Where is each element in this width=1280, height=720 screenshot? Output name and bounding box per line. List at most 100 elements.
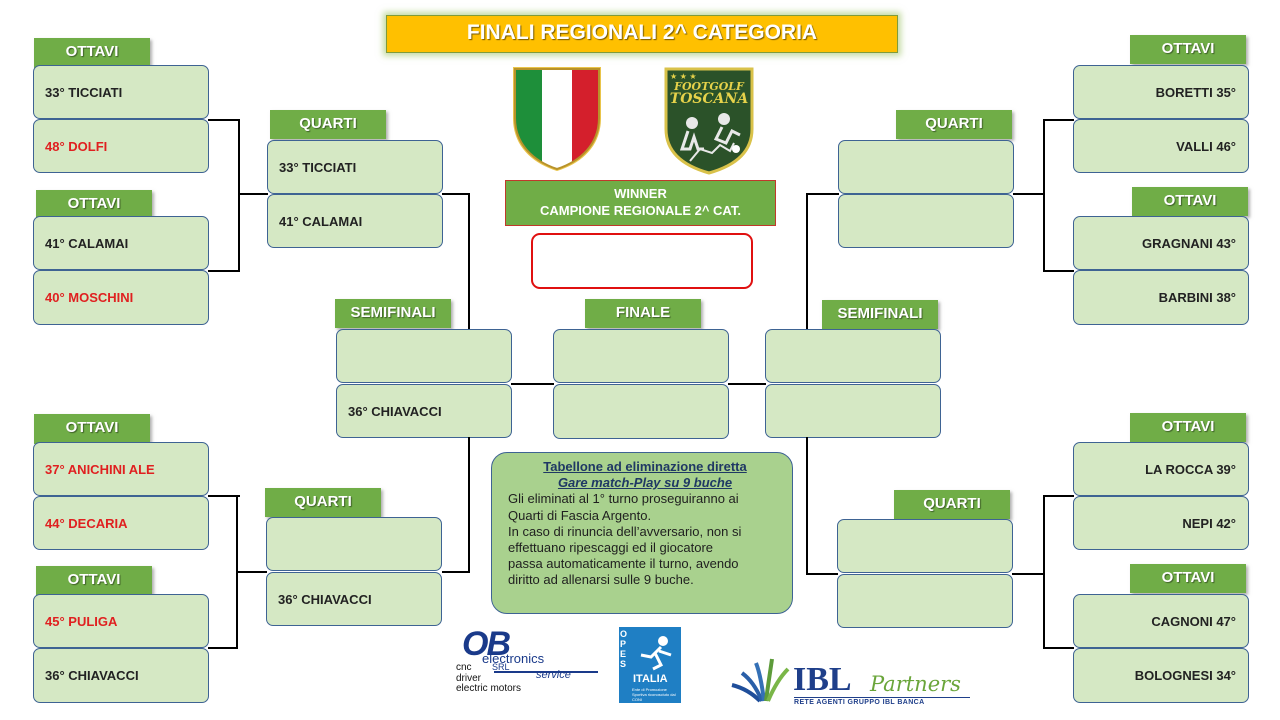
quarti-label: QUARTI	[896, 110, 1012, 139]
ottavi-label: OTTAVI	[34, 38, 150, 68]
quarti-slot-right-4[interactable]	[837, 574, 1013, 628]
ottavi-label: OTTAVI	[1130, 564, 1246, 593]
player-name: 37° ANICHINI ALE	[45, 461, 155, 477]
player-name: 36° CHIAVACCI	[45, 668, 139, 683]
quarti-slot-left-4[interactable]: 36° CHIAVACCI	[266, 572, 442, 626]
player-name: NEPI 42°	[1182, 515, 1236, 531]
footgolf-line1: FOOTGOLF	[674, 80, 744, 93]
rules-box: Tabellone ad eliminazione diretta Gare m…	[491, 452, 793, 614]
quarti-slot-right-2[interactable]	[838, 194, 1014, 248]
finale-slot-1[interactable]	[553, 329, 729, 383]
ottavi-slot-left-8[interactable]: 36° CHIAVACCI	[33, 648, 209, 703]
ottavi-slot-left-1[interactable]: 33° TICCIATI	[33, 65, 209, 119]
footgolf-toscana-badge-icon: ★ ★ ★	[664, 67, 754, 175]
finale-slot-2[interactable]	[553, 384, 729, 439]
ottavi-label: OTTAVI	[36, 190, 152, 220]
title-banner: FINALI REGIONALI 2^ CATEGORIA	[386, 15, 898, 53]
quarti-slot-right-3[interactable]	[837, 519, 1013, 573]
ottavi-slot-right-3[interactable]: GRAGNANI 43°	[1073, 216, 1249, 270]
rules-title: Tabellone ad eliminazione diretta	[543, 459, 747, 474]
bracket-connector	[236, 571, 267, 573]
bracket-connector	[1043, 119, 1074, 121]
ottavi-label-text: OTTAVI	[67, 195, 121, 212]
ob-sub-text: electronics	[482, 651, 545, 666]
ob-electronics-logo: OB electronics SRL service cnc driver el…	[452, 625, 602, 697]
semifinali-slot-left-1[interactable]	[336, 329, 512, 383]
semifinali-slot-left-2[interactable]: 36° CHIAVACCI	[336, 384, 512, 438]
ottavi-slot-right-6[interactable]: NEPI 42°	[1073, 496, 1249, 550]
player-name: 44° DECARIA	[45, 515, 128, 531]
quarti-slot-left-3[interactable]	[266, 517, 442, 571]
quarti-label: QUARTI	[894, 490, 1010, 519]
ottavi-slot-left-3[interactable]: 41° CALAMAI	[33, 216, 209, 270]
semifinali-label-text: SEMIFINALI	[837, 305, 923, 322]
quarti-label-text: QUARTI	[294, 493, 352, 510]
ottavi-slot-right-2[interactable]: VALLI 46°	[1073, 119, 1249, 173]
quarti-slot-left-2[interactable]: 41° CALAMAI	[267, 194, 443, 248]
bracket-connector	[1043, 495, 1074, 497]
rules-line: effettuano ripescaggi ed il giocatore	[508, 540, 714, 556]
bracket-connector	[1012, 573, 1044, 575]
semifinali-slot-right-1[interactable]	[765, 329, 941, 383]
ottavi-slot-left-5[interactable]: 37° ANICHINI ALE	[33, 442, 209, 496]
ottavi-label-text: OTTAVI	[1163, 192, 1217, 209]
ottavi-slot-left-6[interactable]: 44° DECARIA	[33, 496, 209, 550]
semifinali-slot-right-2[interactable]	[765, 384, 941, 438]
bracket-connector	[1043, 647, 1074, 649]
ibl-main-text: IBL	[793, 661, 852, 698]
opes-horizontal-text: ITALIA	[633, 673, 668, 685]
player-name: 40° MOSCHINI	[45, 290, 134, 305]
bracket-connector	[728, 383, 766, 385]
player-name: 48° DOLFI	[45, 138, 108, 154]
ibl-partners-text: Partners	[870, 672, 961, 696]
rules-line: Quarti di Fascia Argento.	[508, 507, 652, 523]
ottavi-slot-left-2[interactable]: 48° DOLFI	[33, 119, 209, 173]
ibl-sub-text: RETE AGENTI GRUPPO IBL BANCA	[794, 697, 970, 706]
bracket-connector	[511, 383, 554, 385]
ottavi-slot-right-8[interactable]: BOLOGNESI 34°	[1073, 648, 1249, 703]
opes-italia-logo: OPES ITALIA Ente di Promozione Sportiva …	[619, 627, 681, 703]
rules-line: In caso di rinuncia dell’avversario, non…	[508, 523, 742, 539]
bracket-connector	[806, 437, 808, 574]
opes-caption: Ente di Promozione Sportiva riconosciuto…	[632, 687, 676, 702]
player-name: 41° CALAMAI	[45, 235, 129, 251]
finale-label: FINALE	[585, 299, 701, 328]
bracket-connector	[442, 193, 470, 195]
bracket-connector	[1043, 119, 1045, 272]
ottavi-label: OTTAVI	[36, 566, 152, 596]
ob-item: cnc	[456, 662, 472, 673]
quarti-slot-left-1[interactable]: 33° TICCIATI	[267, 140, 443, 194]
ottavi-slot-right-5[interactable]: LA ROCCA 39°	[1073, 442, 1249, 496]
player-name: LA ROCCA 39°	[1145, 461, 1236, 477]
bracket-connector	[442, 571, 470, 573]
player-name: GRAGNANI 43°	[1141, 235, 1236, 251]
quarti-label-text: QUARTI	[299, 115, 357, 132]
rules-subtitle: Gare match-Play su 9 buche	[557, 475, 733, 491]
opes-vertical-text: OPES	[620, 629, 628, 669]
footgolf-text: FOOTGOLF TOSCANA	[666, 80, 752, 106]
ottavi-slot-left-7[interactable]: 45° PULIGA	[33, 594, 209, 648]
bracket-connector	[806, 193, 839, 195]
quarti-label: QUARTI	[265, 488, 381, 517]
ottavi-slot-right-1[interactable]: BORETTI 35°	[1073, 65, 1249, 119]
footgolf-line2: TOSCANA	[669, 91, 749, 107]
quarti-slot-right-1[interactable]	[838, 140, 1014, 194]
page-title: FINALI REGIONALI 2^ CATEGORIA	[466, 21, 818, 44]
ottavi-slot-right-4[interactable]: BARBINI 38°	[1073, 270, 1249, 325]
bracket-connector	[238, 193, 268, 195]
ottavi-slot-left-4[interactable]: 40° MOSCHINI	[33, 270, 209, 325]
bracket-connector	[806, 193, 808, 329]
finale-label-text: FINALE	[615, 304, 671, 321]
ottavi-slot-right-7[interactable]: CAGNONI 47°	[1073, 594, 1249, 648]
bracket-connector	[806, 573, 838, 575]
player-name: 36° CHIAVACCI	[348, 403, 442, 419]
scudetto-shield-icon	[513, 67, 601, 171]
rules-line: Gli eliminati al 1° turno proseguiranno …	[508, 491, 739, 507]
bracket-connector	[208, 647, 238, 649]
bracket-connector	[468, 437, 470, 573]
ottavi-label-text: OTTAVI	[65, 43, 119, 60]
semifinali-label: SEMIFINALI	[335, 299, 451, 328]
winner-box[interactable]	[531, 233, 753, 289]
ottavi-label-text: OTTAVI	[1161, 40, 1215, 57]
player-name: 33° TICCIATI	[45, 84, 123, 100]
